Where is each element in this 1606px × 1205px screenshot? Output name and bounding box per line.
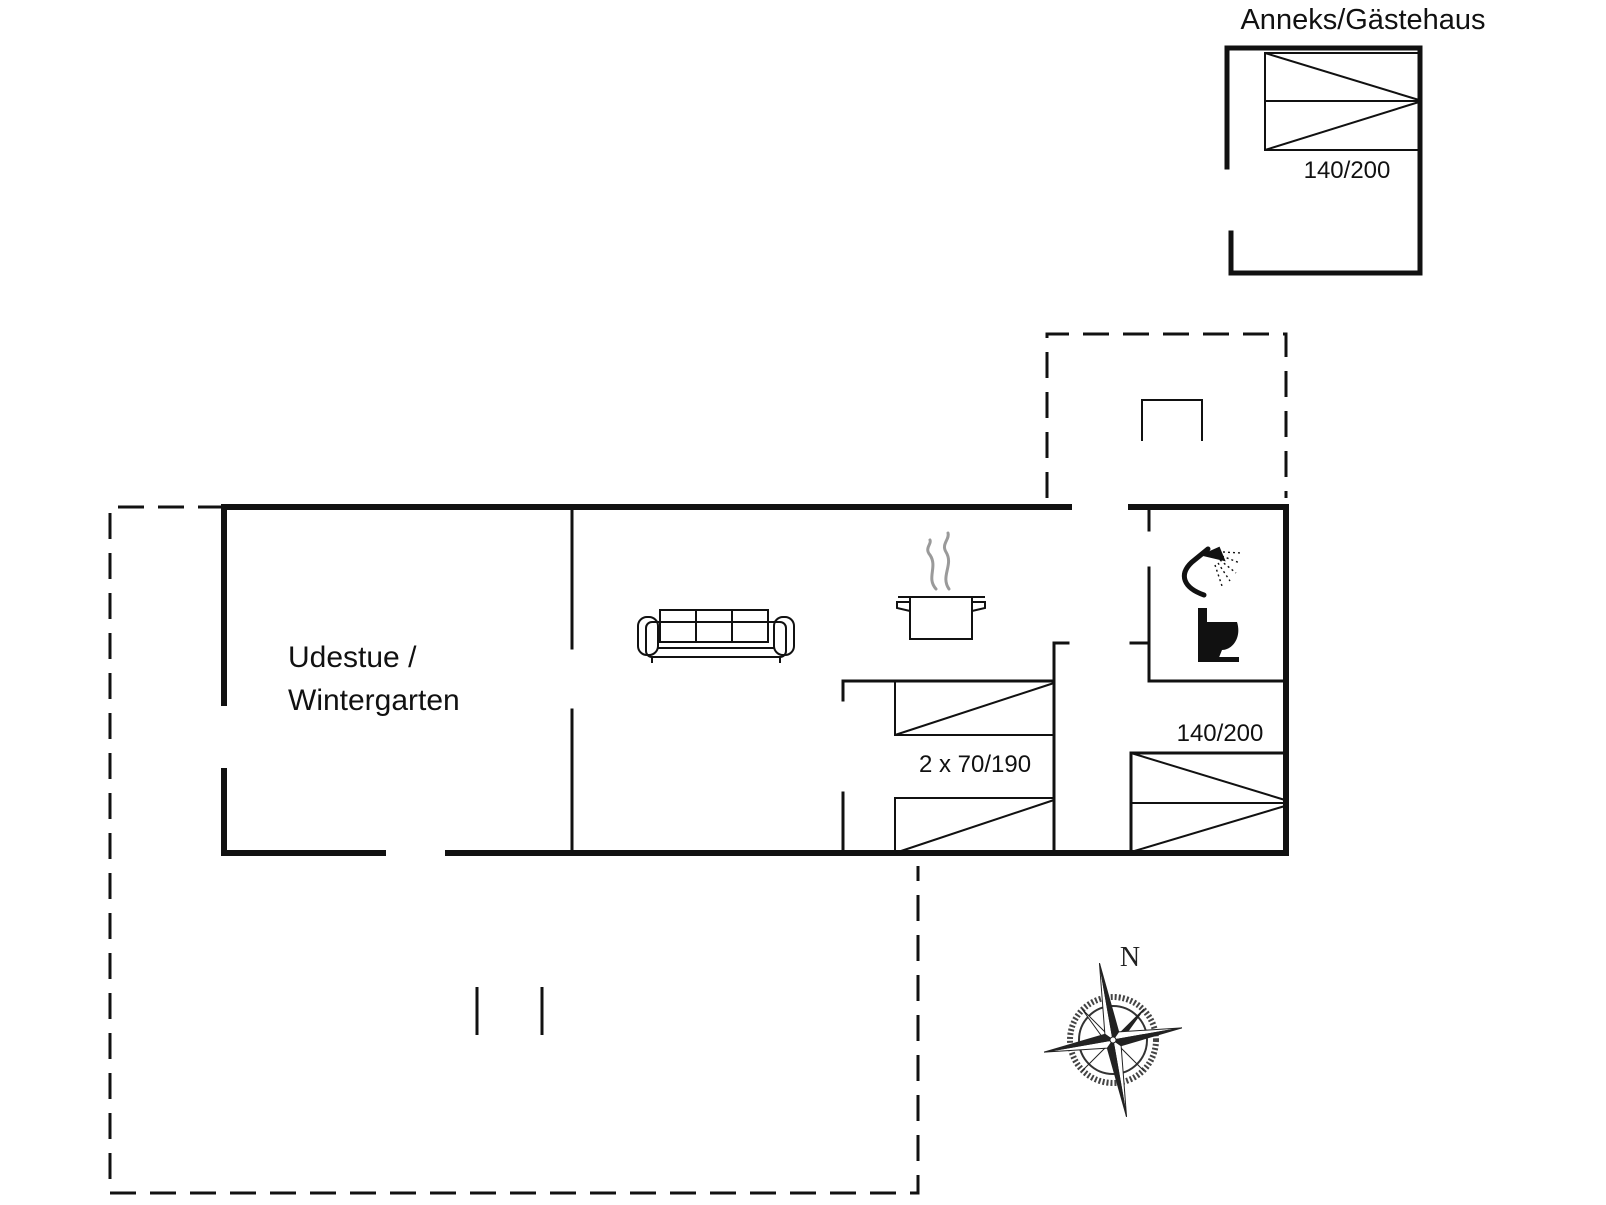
terrace-posts xyxy=(475,987,544,1035)
annex-bed-icon xyxy=(1264,52,1420,151)
compass-center xyxy=(1109,1036,1117,1044)
shower-head xyxy=(1199,546,1226,562)
sunroom-label-line2: Wintergarten xyxy=(288,684,460,717)
toilet-tank xyxy=(1198,608,1207,657)
compass-ring-inner xyxy=(1078,1005,1148,1075)
steam-wisp xyxy=(926,538,938,591)
compass-ring xyxy=(1067,994,1159,1086)
twin-bed-top xyxy=(894,680,1055,736)
double-bed-label: 140/200 xyxy=(1177,720,1264,747)
shower-pipe xyxy=(1181,546,1211,598)
porch-dashed-outline xyxy=(1045,332,1288,498)
sofa-arm-right xyxy=(773,616,795,656)
steam-icon xyxy=(926,531,951,591)
sofa-arm-left xyxy=(637,616,659,656)
annex xyxy=(1224,45,1423,276)
compass-north-label: N xyxy=(1120,942,1140,973)
pot-handle-right xyxy=(971,601,986,612)
twin-bed-icon xyxy=(894,680,1055,854)
twin-bed-label: 2 x 70/190 xyxy=(919,751,1031,778)
shower-spray xyxy=(1214,551,1242,587)
sofa-icon xyxy=(637,609,795,663)
compass-points-main xyxy=(1043,963,1183,1117)
annex-bed-label: 140/200 xyxy=(1304,157,1391,184)
twin-bed-bottom-cover xyxy=(894,799,1055,854)
sofa-cushion xyxy=(695,609,733,643)
terrace-dashed-outline xyxy=(108,505,920,1195)
pot-body xyxy=(909,596,973,640)
sofa-cushion xyxy=(731,609,769,643)
compass-rose-icon xyxy=(1043,963,1183,1117)
annex-wall xyxy=(1224,45,1423,276)
toilet-base xyxy=(1198,657,1239,662)
sunroom-label-line1: Udestue / xyxy=(288,641,417,674)
annex-bed-cover-bottom xyxy=(1264,101,1420,151)
twin-bed-bottom xyxy=(894,797,1055,854)
twin-bed-top-cover xyxy=(894,682,1055,736)
main-house-walls xyxy=(221,504,1289,856)
porch-step xyxy=(1141,399,1203,441)
sofa-cushion xyxy=(659,609,697,643)
terrace-outline xyxy=(108,332,1288,1195)
annex-title: Anneks/Gästehaus xyxy=(1240,4,1485,36)
cooking-pot-icon xyxy=(896,596,986,640)
bathroom-wall xyxy=(1147,566,1288,683)
shower-icon xyxy=(1181,546,1242,598)
double-bed-cover-bottom xyxy=(1130,805,1286,853)
annex-bed-cover-top xyxy=(1264,52,1420,101)
sofa-base xyxy=(645,621,787,658)
toilet-bowl xyxy=(1207,622,1239,660)
double-bed-cover-top xyxy=(1130,752,1286,801)
double-bed-icon xyxy=(1130,752,1286,853)
pot-handle-left xyxy=(896,601,911,612)
toilet-icon xyxy=(1198,608,1239,662)
steam-wisp xyxy=(942,531,951,591)
